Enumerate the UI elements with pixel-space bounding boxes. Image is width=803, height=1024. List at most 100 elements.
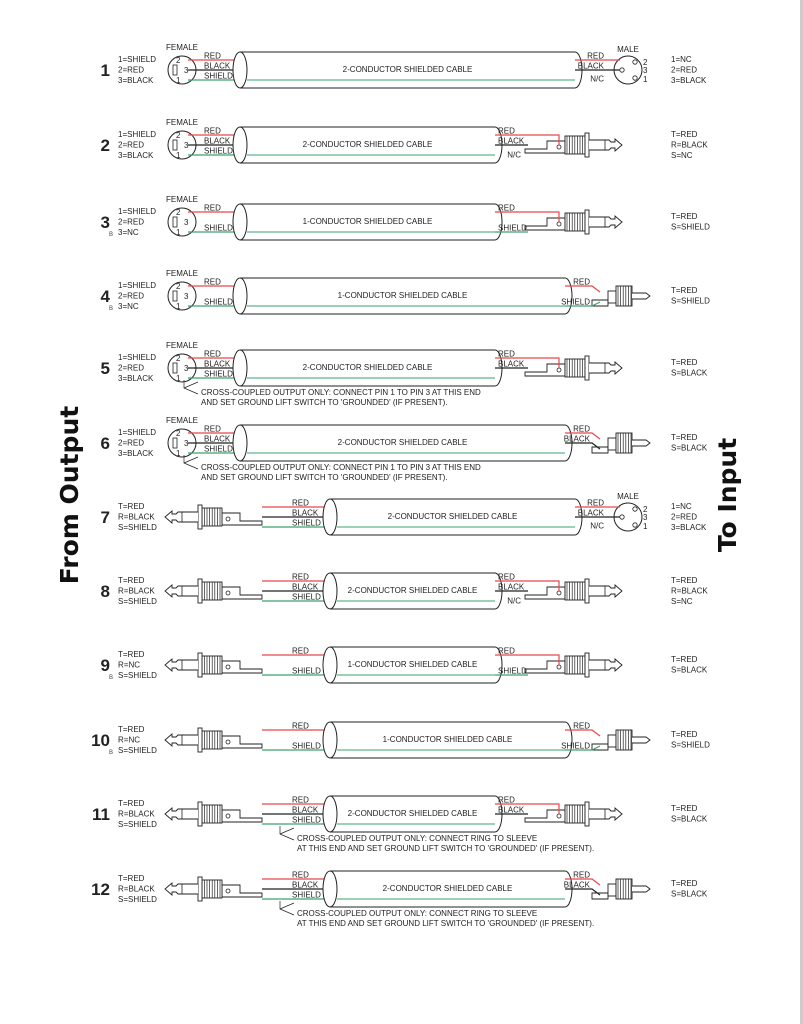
left-pin-assignment: S=SHIELD	[118, 671, 157, 680]
pin-num: 3	[643, 66, 648, 75]
cable-type-label: 1-CONDUCTOR SHIELDED CABLE	[303, 217, 433, 226]
left-pin-assignment: S=SHIELD	[118, 597, 157, 606]
wire-label: RED	[292, 573, 309, 582]
pin-num: 1	[176, 151, 181, 160]
right-pin-assignment: T=RED	[671, 286, 698, 295]
trs-plug-left	[164, 876, 263, 902]
plug-collar	[584, 132, 590, 158]
rca-shell	[615, 285, 633, 307]
xlr-female-connector: 231	[167, 130, 197, 160]
cable-type-label: 1-CONDUCTOR SHIELDED CABLE	[348, 660, 478, 669]
cable-end	[322, 795, 338, 833]
row-number: 1	[101, 61, 110, 80]
wire-label: RED	[587, 499, 604, 508]
wire-label: RED	[292, 499, 309, 508]
right-pin-assignment: 1=NC	[671, 55, 692, 64]
left-pin-assignment: R=BLACK	[118, 587, 155, 596]
wire-label: N/C	[590, 75, 604, 84]
row-number: 3	[101, 213, 110, 232]
pin-num: 3	[184, 364, 189, 373]
right-pin-assignment: T=RED	[671, 655, 698, 664]
rca-collar	[607, 437, 617, 451]
wire-label: BLACK	[292, 583, 319, 592]
pin-num: 3	[184, 66, 189, 75]
right-pin-assignment: T=RED	[671, 358, 698, 367]
left-pin-assignment: 1=SHIELD	[118, 353, 156, 362]
ts-plug-right	[524, 801, 623, 827]
cable-row-7: 7T=REDR=BLACKS=SHIELDREDBLACKSHIELD2-CON…	[101, 492, 707, 536]
cable-row-9: 9BT=REDR=NCS=SHIELDREDSHIELD1-CONDUCTOR …	[101, 646, 708, 684]
wire-label: RED	[292, 647, 309, 656]
wire-shield	[565, 745, 601, 751]
plug-tip-sleeve	[164, 733, 198, 747]
pin-num: 2	[176, 131, 181, 140]
pin-num: 1	[176, 449, 181, 458]
xlr-shell	[167, 207, 197, 237]
right-pin-assignment: T=RED	[671, 130, 698, 139]
rca-plug	[591, 729, 651, 751]
connector-tag-female: FEMALE	[166, 118, 198, 127]
plug-collar	[584, 578, 590, 604]
wire-label: SHIELD	[292, 519, 321, 528]
pin-num: 1	[643, 522, 648, 531]
plug-tip-sleeve	[589, 584, 623, 598]
wire-label: SHIELD	[561, 298, 590, 307]
wire-label: BLACK	[292, 806, 319, 815]
right-pin-assignment: R=BLACK	[671, 141, 708, 150]
cable-row-12: 12T=REDR=BLACKS=SHIELDREDBLACKSHIELD2-CO…	[91, 870, 708, 928]
left-pin-assignment: 3=BLACK	[118, 151, 154, 160]
row-number: 10	[91, 731, 110, 750]
right-pin-assignment: R=BLACK	[671, 587, 708, 596]
row-number: 8	[101, 582, 110, 601]
plug-collar	[197, 504, 203, 530]
row-number: 4	[101, 287, 111, 306]
trs-plug-left	[164, 652, 263, 678]
wire-label: SHIELD	[204, 147, 233, 156]
pin-num: 2	[176, 354, 181, 363]
cable-row-4: 4B1=SHIELD2=RED3=NC231FEMALEREDSHIELD1-C…	[101, 269, 710, 315]
left-pin-assignment: S=SHIELD	[118, 746, 157, 755]
cross-coupled-note: CROSS-COUPLED OUTPUT ONLY: CONNECT RING …	[297, 834, 537, 843]
cable-end	[322, 498, 338, 536]
right-pin-assignment: S=BLACK	[671, 815, 708, 824]
cross-coupled-note: CROSS-COUPLED OUTPUT ONLY: CONNECT PIN 1…	[201, 463, 481, 472]
plug-collar	[584, 801, 590, 827]
wire-label: RED	[498, 647, 515, 656]
wire-label: SHIELD	[204, 72, 233, 81]
pin-num: 2	[643, 505, 648, 514]
right-pin-assignment: 3=BLACK	[671, 76, 707, 85]
rca-shell	[615, 878, 633, 900]
left-pin-assignment: 1=SHIELD	[118, 55, 156, 64]
wire-label: SHIELD	[292, 816, 321, 825]
wire-label: RED	[587, 52, 604, 61]
wire-label: RED	[573, 278, 590, 287]
wire-label: SHIELD	[204, 224, 233, 233]
left-pin-assignment: T=RED	[118, 576, 145, 585]
cross-coupled-note: AT THIS END AND SET GROUND LIFT SWITCH T…	[297, 844, 594, 853]
solder-lug	[225, 664, 231, 670]
wire-label: SHIELD	[204, 370, 233, 379]
wire-red	[495, 211, 560, 222]
right-pin-assignment: S=BLACK	[671, 444, 708, 453]
solder-lug	[225, 888, 231, 894]
cable-row-1: 11=SHIELD2=RED3=BLACK231FEMALEREDBLACKSH…	[101, 43, 707, 89]
row-number: 12	[91, 880, 110, 899]
plug-solder-cup	[221, 512, 263, 526]
xlr-female-connector: 231	[167, 207, 197, 237]
left-pin-assignment: 3=BLACK	[118, 76, 154, 85]
right-pin-assignment: 3=BLACK	[671, 523, 707, 532]
wire-label: SHIELD	[498, 667, 527, 676]
wire-label: RED	[498, 204, 515, 213]
left-pin-assignment: S=SHIELD	[118, 895, 157, 904]
cross-coupled-note: AND SET GROUND LIFT SWITCH TO 'GROUNDED'…	[201, 398, 447, 407]
wire-label: RED	[498, 573, 515, 582]
xlr-female-connector: 231	[167, 55, 197, 85]
cable-type-label: 1-CONDUCTOR SHIELDED CABLE	[338, 291, 468, 300]
wire-label: RED	[498, 127, 515, 136]
wire-label: RED	[204, 278, 221, 287]
left-pin-assignment: 2=RED	[118, 439, 144, 448]
pin-num: 2	[176, 208, 181, 217]
right-pin-assignment: S=SHIELD	[671, 223, 710, 232]
left-pin-assignment: 2=RED	[118, 66, 144, 75]
cable-type-label: 2-CONDUCTOR SHIELDED CABLE	[348, 586, 478, 595]
